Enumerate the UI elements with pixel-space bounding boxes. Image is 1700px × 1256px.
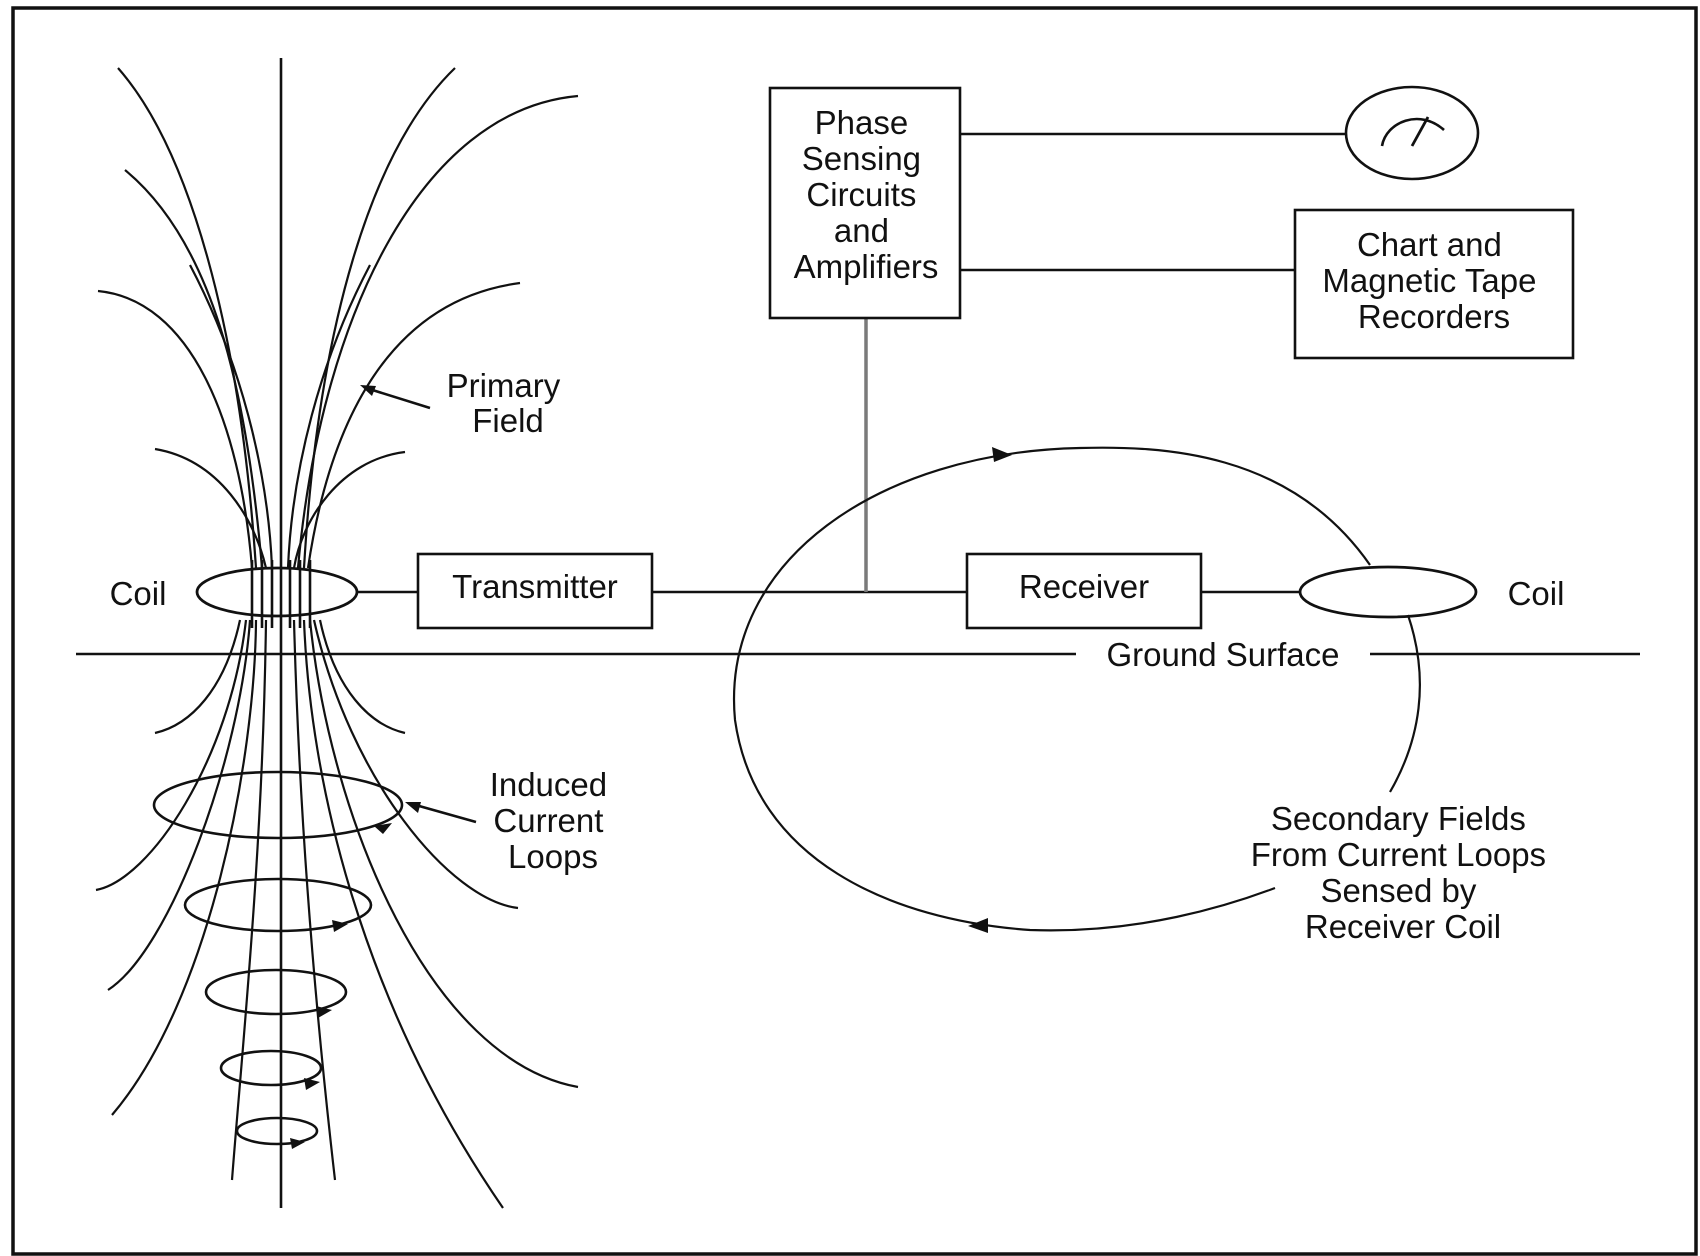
primary-field-pointer	[365, 386, 431, 410]
ground-surface-label: Ground Surface	[1107, 636, 1340, 673]
induced-current-loops	[152, 770, 404, 1149]
field-line	[154, 447, 268, 569]
primary-field-lines	[95, 58, 579, 1209]
field-line	[302, 619, 504, 1209]
induced-loops-pointer	[411, 802, 477, 824]
current-loop	[204, 968, 348, 1016]
field-line	[292, 619, 337, 1181]
phase-sensing-label: Phase Sensing Circuits and Amplifiers	[794, 104, 939, 285]
field-line	[296, 94, 579, 569]
field-line	[306, 281, 521, 569]
current-loop	[152, 770, 404, 840]
loop-arrow-icon	[316, 1006, 332, 1018]
secondary-arrow-icon	[992, 447, 1012, 462]
field-line	[189, 264, 274, 569]
current-loop	[219, 1049, 323, 1087]
meter-gauge-icon	[1344, 85, 1480, 181]
field-line	[154, 619, 242, 735]
frame-border	[11, 6, 1698, 1256]
receiver-coil	[1298, 565, 1478, 619]
secondary-arrow-icon	[968, 918, 988, 933]
induced-loops-label: Induced Current Loops	[490, 766, 617, 875]
transmitter-box	[416, 552, 654, 630]
field-line	[308, 619, 579, 1089]
field-line	[111, 619, 258, 1116]
secondary-field-loop-tail	[1389, 614, 1421, 793]
current-loop	[183, 877, 373, 933]
coil-right-label: Coil	[1508, 575, 1565, 612]
pointer-arrow-icon	[360, 385, 376, 396]
transmitter-coil	[195, 566, 359, 618]
receiver-box	[965, 552, 1203, 630]
phase-sensing-box	[768, 86, 962, 320]
field-line	[302, 67, 456, 569]
field-line	[286, 264, 371, 569]
pointer-arrow-icon	[405, 802, 421, 813]
secondary-fields-label: Secondary Fields From Current Loops Sens…	[1251, 800, 1555, 945]
receiver-label: Receiver	[1019, 568, 1149, 605]
coil-left-label: Coil	[110, 575, 167, 612]
field-line	[97, 289, 254, 569]
primary-field-label: Primary Field	[447, 367, 570, 439]
current-loop	[235, 1116, 319, 1146]
field-line	[230, 619, 268, 1181]
loop-arrow-icon	[332, 920, 348, 932]
field-line	[107, 619, 252, 991]
field-line	[292, 450, 406, 569]
recorders-box	[1293, 208, 1575, 360]
loop-arrow-icon	[304, 1078, 320, 1090]
secondary-field-loop	[732, 446, 1371, 932]
field-line	[124, 169, 264, 569]
loop-arrow-icon	[374, 823, 392, 834]
field-line	[95, 619, 248, 892]
transmitter-label: Transmitter	[452, 568, 618, 605]
recorders-label: Chart and Magnetic Tape Recorders	[1322, 226, 1545, 335]
field-line	[117, 67, 258, 569]
loop-arrow-icon	[290, 1138, 305, 1149]
field-line	[318, 619, 406, 735]
field-line	[312, 619, 519, 910]
